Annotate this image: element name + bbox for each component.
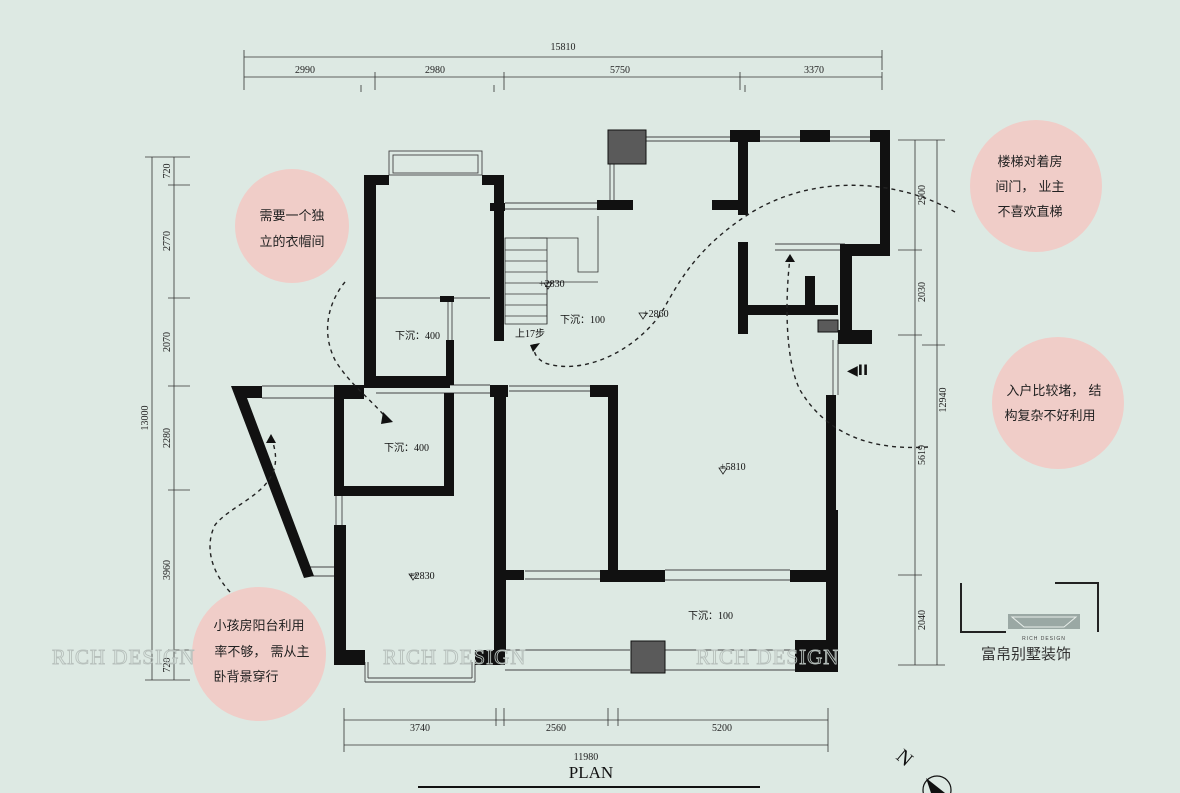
- dim-left-1: 720: [162, 164, 173, 179]
- north-label: N: [892, 745, 917, 771]
- annotation-4-line-1: 小孩房阳台利用: [213, 618, 304, 634]
- dim-bottom-2: 2560: [546, 723, 566, 734]
- logo-chinese: 富帛别墅装饰: [981, 645, 1071, 663]
- annotation-4-line-2: 率不够， 需从主: [214, 644, 309, 660]
- level-label-4: 下沉：100: [560, 313, 605, 326]
- annotation-bubble-4: 小孩房阳台利用 率不够， 需从主 卧背景穿行: [192, 587, 326, 721]
- level-label-2: 下沉：400: [384, 441, 429, 454]
- staircase: [504, 216, 599, 325]
- annotation-2-line-3: 不喜欢直梯: [997, 205, 1062, 220]
- north-arrow-icon: N: [892, 745, 952, 793]
- dim-right-1: 2900: [917, 185, 928, 205]
- dim-right-4: 2040: [917, 610, 928, 630]
- dimension-lines: [145, 50, 945, 752]
- level-label-7: 上17步: [515, 328, 545, 340]
- dim-right-total: 12940: [938, 388, 949, 413]
- dim-top-1: 2990: [295, 65, 315, 76]
- entrance-mark: ◀II: [847, 363, 868, 379]
- circulation-paths: [209, 184, 956, 593]
- annotation-3-line-1: 入户比较堵， 结: [1006, 383, 1101, 399]
- level-label-5: +2860: [643, 309, 669, 320]
- dim-top-2: 2980: [425, 65, 445, 76]
- logo-english: RICH DESIGN: [1022, 636, 1066, 642]
- annotation-4-line-3: 卧背景穿行: [213, 669, 278, 685]
- path-arrows: [266, 254, 795, 443]
- watermark-3: RICH DESIGN: [696, 645, 839, 669]
- level-label-9: 下沉：100: [688, 609, 733, 622]
- columns: [607, 129, 839, 674]
- dim-bottom-1: 3740: [410, 723, 430, 734]
- watermark-2: RICH DESIGN: [383, 645, 526, 669]
- annotation-bubble-3: 入户比较堵， 结 构复杂不好利用: [992, 337, 1124, 469]
- level-label-8: +5810: [720, 462, 746, 473]
- annotation-2-line-1: 楼梯对着房: [997, 154, 1062, 170]
- annotation-3-line-2: 构复杂不好利用: [1004, 409, 1095, 424]
- annotation-2-line-2: 间门， 业主: [995, 180, 1064, 195]
- level-label-3: +2830: [539, 279, 565, 290]
- dim-top-4: 3370: [804, 65, 824, 76]
- level-label-6: +2830: [409, 571, 435, 582]
- dim-left-4: 2280: [162, 428, 173, 448]
- dim-left-3: 2070: [162, 332, 173, 352]
- dim-bottom-3: 5200: [712, 723, 732, 734]
- annotation-bubble-1: 需要一个独 立的衣帽间: [235, 169, 349, 283]
- level-label-1: 下沉：400: [395, 329, 440, 342]
- watermark-1: RICH DESIGN: [52, 645, 195, 669]
- dim-left-6: 720: [162, 658, 173, 673]
- dim-right-2: 2030: [917, 282, 928, 302]
- plan-title: PLAN: [569, 763, 613, 782]
- company-logo: RICH DESIGN 富帛别墅装饰: [960, 582, 1099, 663]
- level-marks: [408, 282, 728, 581]
- annotation-1-line-1: 需要一个独: [259, 209, 324, 224]
- annotation-1-line-2: 立的衣帽间: [259, 234, 324, 250]
- dim-top-3: 5750: [610, 65, 630, 76]
- dim-right-3: 5619: [917, 445, 928, 465]
- dim-left-5: 3960: [162, 560, 173, 580]
- dim-left-2: 2770: [162, 231, 173, 251]
- dim-bottom-total: 11980: [574, 752, 599, 763]
- window-lines: [262, 136, 870, 683]
- dim-top-total: 15810: [551, 42, 576, 53]
- annotation-bubble-2: 楼梯对着房 间门， 业主 不喜欢直梯: [970, 120, 1102, 252]
- dim-left-total: 13000: [140, 406, 151, 431]
